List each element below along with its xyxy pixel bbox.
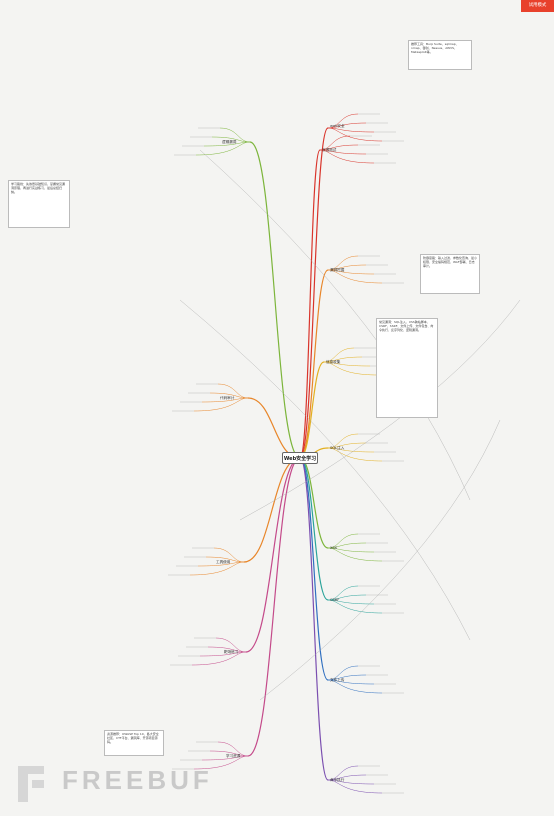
note-box-2: 推荐工具：Burp Suite、sqlmap、nmap、御剑、Nessus、AW… xyxy=(408,40,472,70)
sub-branch-line xyxy=(327,765,359,781)
sub-branch-line xyxy=(327,599,383,614)
center-topic[interactable]: Web安全学习 xyxy=(282,452,318,464)
sub-branch-line xyxy=(215,637,247,653)
branch-line-7 xyxy=(299,457,329,601)
note-box-1: 学习路线：先熟悉基础知识，掌握常见漏洞原理，再进行实战练习，最后总结归纳。 xyxy=(8,180,70,228)
sub-branch-line xyxy=(327,255,359,271)
branch-label-6[interactable]: XSS xyxy=(330,546,338,550)
sub-branch-line xyxy=(319,149,375,164)
branch-line-12 xyxy=(243,457,301,563)
sub-branch-line xyxy=(195,141,251,156)
note-box-5: 资源推荐：OWASP Top 10、各大安全社区、CTF平台、漏洞库、开源项目源… xyxy=(104,730,164,756)
sub-branch-line xyxy=(189,561,245,576)
branch-line-1 xyxy=(299,127,329,459)
sub-branch-line xyxy=(319,135,351,151)
sub-branch-line xyxy=(327,447,383,462)
sub-branch-line xyxy=(193,755,249,770)
note-box-3: 常见漏洞：SQL注入、XSS跨站脚本、CSRF、SSRF、文件上传、文件包含、命… xyxy=(376,318,438,418)
sub-branch-line xyxy=(323,361,379,376)
trial-mode-badge[interactable]: 试用模式 xyxy=(521,0,554,12)
branch-label-2[interactable]: 渗透测试 xyxy=(322,148,337,152)
branch-label-10[interactable]: 逻辑漏洞 xyxy=(222,140,237,144)
sub-branch-line xyxy=(219,127,251,143)
sub-branch-line xyxy=(191,651,247,666)
branch-label-13[interactable]: 靶场练习 xyxy=(224,650,239,654)
relation-curve xyxy=(199,149,471,501)
relation-curve xyxy=(259,419,501,701)
branch-label-9[interactable]: 命令执行 xyxy=(330,778,345,782)
sub-branch-line xyxy=(323,347,355,363)
logo-text: FREEBUF xyxy=(62,765,213,795)
sub-branch-line xyxy=(327,533,359,549)
branch-label-3[interactable]: 漏洞挖掘 xyxy=(330,268,345,272)
branch-label-11[interactable]: 代码审计 xyxy=(220,396,235,400)
note-box-4: 防御思路：输入过滤、参数化查询、最小权限、安全编码规范、WAF部署、日志审计。 xyxy=(420,254,480,294)
freebuf-logo-icon xyxy=(18,766,44,802)
branch-line-13 xyxy=(245,457,301,653)
sub-branch-line xyxy=(327,113,359,129)
branch-line-8 xyxy=(299,457,329,681)
sub-branch-line xyxy=(327,679,383,694)
sub-branch-line xyxy=(327,665,359,681)
branch-label-14[interactable]: 学习资源 xyxy=(226,754,241,758)
branch-line-14 xyxy=(247,457,301,757)
branch-label-5[interactable]: SQL注入 xyxy=(330,446,345,450)
sub-branch-line xyxy=(327,779,383,794)
branch-label-1[interactable]: web安全 xyxy=(330,124,345,128)
sub-branch-line xyxy=(193,397,249,412)
branch-line-11 xyxy=(247,397,301,459)
sub-branch-line xyxy=(327,547,383,562)
branch-label-12[interactable]: 工具使用 xyxy=(216,560,231,564)
sub-branch-line xyxy=(327,269,383,284)
sub-branch-line xyxy=(217,383,249,399)
branch-line-10 xyxy=(249,141,301,459)
branch-label-8[interactable]: 文件上传 xyxy=(330,678,345,682)
relation-curve xyxy=(179,299,471,641)
sub-branch-line xyxy=(327,433,359,449)
sub-branch-line xyxy=(327,127,383,142)
sub-branch-line xyxy=(213,547,245,563)
sub-branch-line xyxy=(327,585,359,601)
branch-label-7[interactable]: CSRF xyxy=(330,598,340,602)
branch-line-2 xyxy=(299,149,321,459)
branch-line-3 xyxy=(299,269,329,459)
sub-branch-line xyxy=(217,741,249,757)
branch-line-9 xyxy=(299,457,329,781)
branch-label-4[interactable]: 信息收集 xyxy=(326,360,341,364)
